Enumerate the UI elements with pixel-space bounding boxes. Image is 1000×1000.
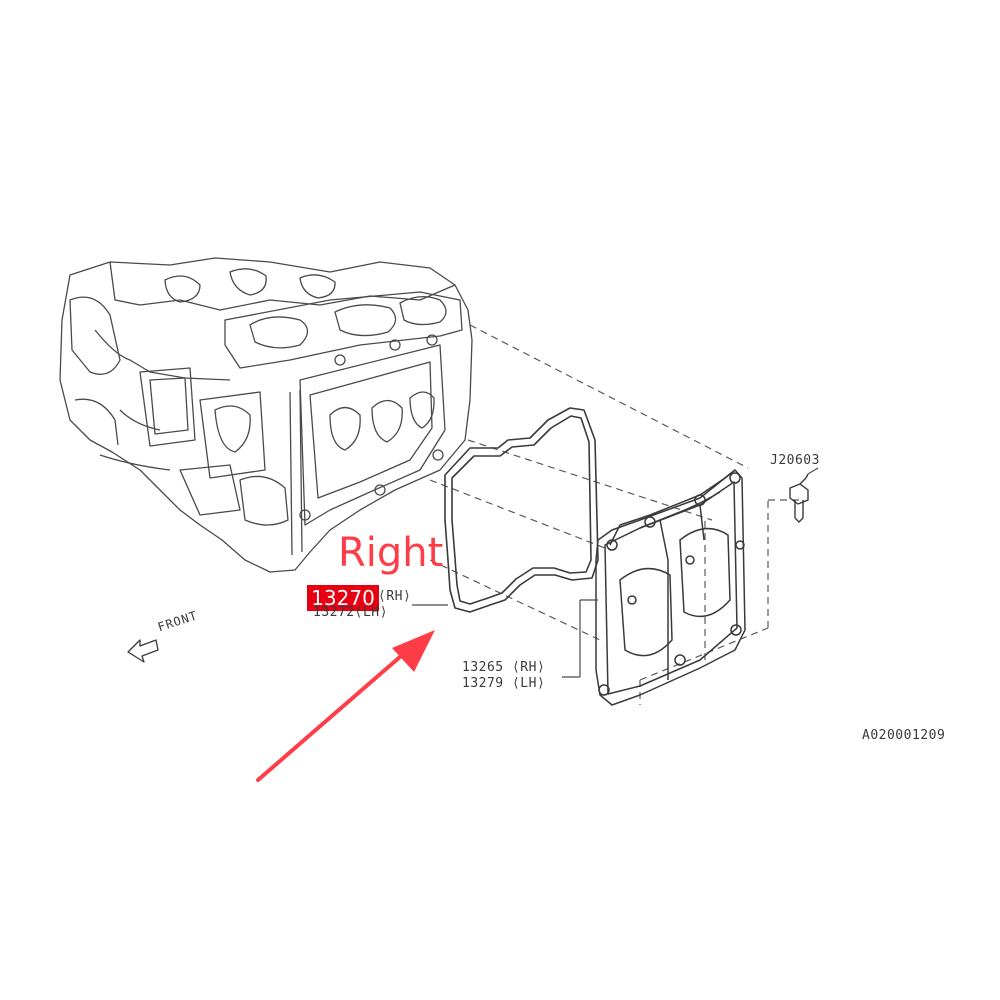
highlighted-part-number: 13270 xyxy=(307,585,379,611)
gasket-rh-suffix: ⟨RH⟩ xyxy=(378,589,412,604)
valve-cover-gasket xyxy=(444,407,599,613)
annotation-right-label: Right xyxy=(338,530,444,576)
engine-block-illustration xyxy=(59,257,473,573)
front-arrow-icon xyxy=(127,639,159,663)
leader-lines xyxy=(412,467,819,678)
bolt-illustration xyxy=(789,473,809,523)
cover-lh-callout: 13279 ⟨LH⟩ xyxy=(462,676,546,691)
figure-id: A020001209 xyxy=(862,728,946,743)
cover-rh-callout: 13265 ⟨RH⟩ xyxy=(462,660,546,675)
red-pointer-arrow xyxy=(256,630,435,782)
bolt-callout: J20603 xyxy=(770,453,820,468)
projection-lines xyxy=(429,324,800,705)
valve-cover xyxy=(595,469,746,706)
gasket-lh-callout: 13272⟨LH⟩ xyxy=(313,605,388,620)
